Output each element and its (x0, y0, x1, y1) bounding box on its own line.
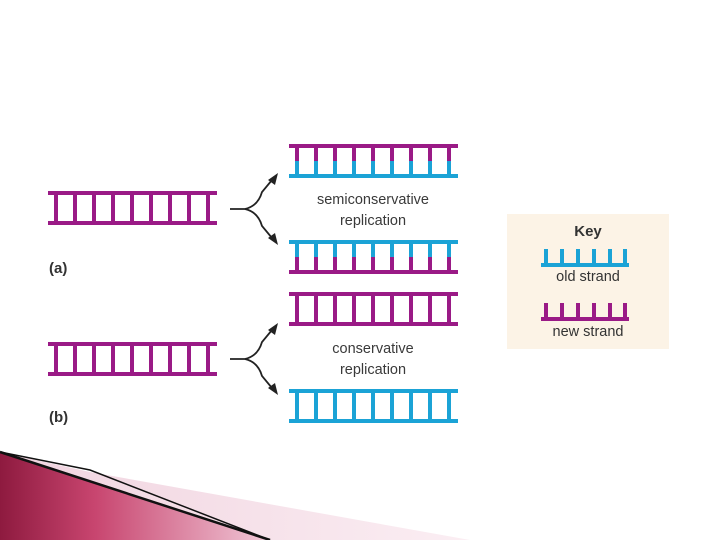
semiconservative-label: semiconservative replication (316, 192, 429, 229)
new-strand-swatch (541, 303, 629, 321)
conservative-label: conservative replication (332, 341, 414, 378)
daughter-dna-semi-2 (289, 240, 458, 274)
part-label-b: (b) (49, 409, 69, 426)
old-strand-label: old strand (556, 269, 620, 285)
key-swatches (541, 249, 629, 321)
new-strand-label: new strand (552, 324, 624, 340)
fork-arrow-b (230, 329, 273, 389)
key-legend: Key old strand new strand (507, 214, 669, 349)
parent-dna-a (48, 191, 217, 225)
daughter-dna-cons-1 (289, 292, 458, 326)
key-title: Key (574, 223, 602, 240)
arrowhead-up-icon (268, 323, 278, 335)
daughter-dna-semi-1 (289, 144, 458, 178)
decorative-ribbon (0, 450, 470, 540)
daughter-dna-cons-2 (289, 389, 458, 423)
arrowhead-up-icon (268, 173, 278, 185)
part-label-a: (a) (49, 260, 68, 277)
arrowhead-down-icon (268, 383, 278, 395)
fork-arrow-a (230, 179, 273, 239)
old-strand-swatch (541, 249, 629, 267)
arrowhead-down-icon (268, 233, 278, 245)
parent-dna-b (48, 342, 217, 376)
